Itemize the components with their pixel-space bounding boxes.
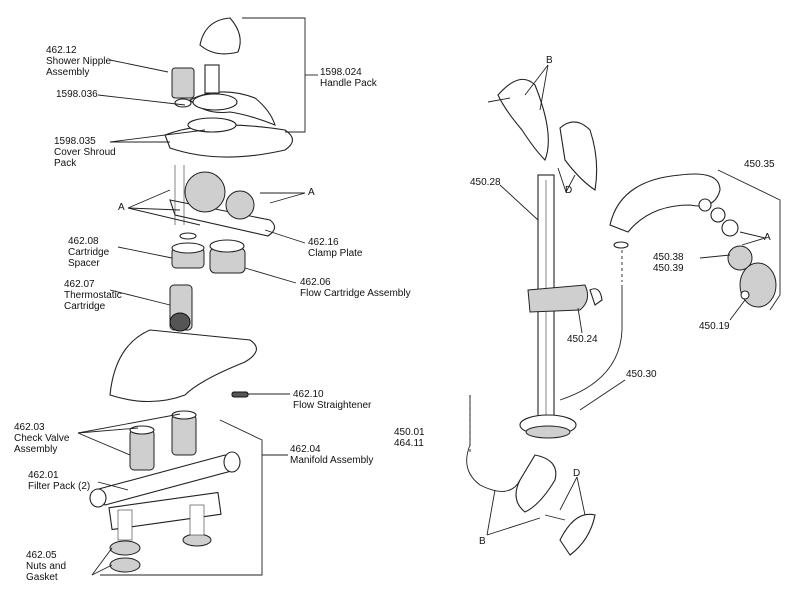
label-450-19: 450.19 [699, 321, 730, 332]
top-wall-bracket-part [497, 78, 549, 161]
shower-head-part [609, 173, 721, 233]
flow-straightener-part [231, 391, 249, 398]
label-b-top: B [546, 55, 553, 66]
slider-part [527, 284, 589, 313]
hose-part [466, 395, 521, 492]
nut-part [109, 540, 141, 556]
label-450-35: 450.35 [744, 159, 775, 170]
label-a-left: A [118, 202, 125, 213]
label-1598-036: 1598.036 [56, 89, 98, 100]
label-d-top: D [565, 185, 573, 196]
label-a-right: A [308, 187, 315, 198]
oring-part [698, 198, 712, 212]
clamp-plate-part [169, 199, 276, 237]
shower-nipple-part [171, 67, 195, 99]
label-a-head: A [764, 232, 771, 243]
label-450-28: 450.28 [470, 177, 501, 188]
label-450-30: 450.30 [626, 369, 657, 380]
faucet-body-part [109, 329, 257, 402]
handle-cap-part [199, 17, 241, 55]
label-d-bottom: D [573, 468, 581, 479]
label-450-24: 450.24 [567, 334, 598, 345]
spray-plate-part [739, 262, 777, 308]
bottom-wall-bracket-part [515, 454, 557, 513]
label-b-bottom: B [479, 536, 486, 547]
